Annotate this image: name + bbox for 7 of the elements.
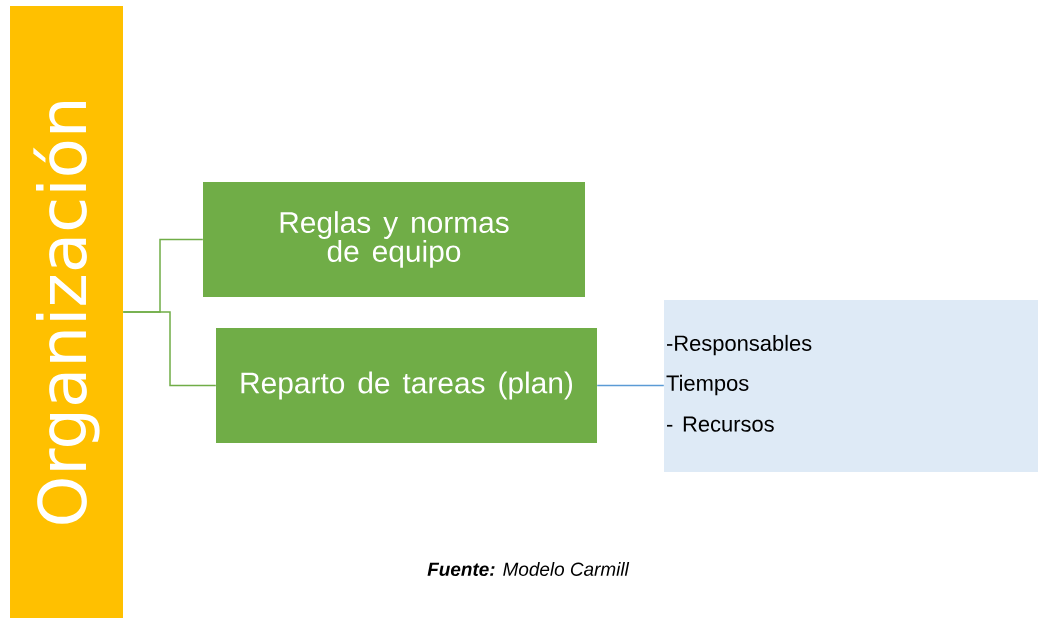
process-box: Reparto de tareas (plan): [216, 328, 597, 443]
connector-line: [596, 384, 665, 387]
vertical-title-bar: Organización: [10, 6, 123, 618]
list-box: -Responsables Tiempos - Recursos: [664, 300, 1038, 472]
connector-line: [122, 311, 217, 387]
caption: Fuente: Modelo Carmill: [427, 562, 630, 576]
process-box: Reglas y normas de equipo: [203, 182, 585, 297]
